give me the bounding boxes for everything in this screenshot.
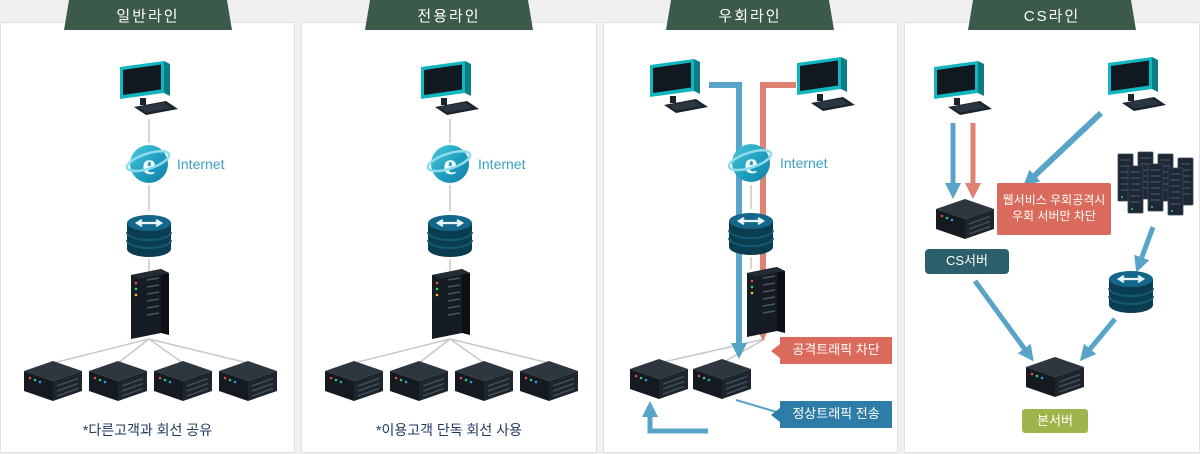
cs-server-icon: [936, 199, 994, 239]
panel-general-line: Internet *다른고객과 회선 공유: [0, 22, 295, 453]
bypass-block-note-badge: 웹서비스 우회공격시 우회 서버만 차단: [997, 183, 1111, 235]
computer-icon: [928, 61, 998, 121]
tab-cs-label: CS라인: [1023, 7, 1081, 25]
computer-icon: [1102, 57, 1172, 117]
tab-bypass-line: 우회라인: [666, 0, 834, 30]
server-icon: [89, 361, 147, 401]
traffic-arrows: [945, 110, 1156, 362]
internet-label: Internet: [780, 155, 828, 171]
panel-dedicated-line: Internet *이용고객 단독 회선 사용: [301, 22, 597, 453]
server-icon: [520, 361, 578, 401]
connector-lines: [353, 119, 550, 364]
internet-label: Internet: [177, 156, 225, 172]
panel-dedicated-caption: *이용고객 단독 회선 사용: [376, 422, 522, 438]
main-server-icon: [1026, 357, 1084, 397]
router-icon: [423, 209, 477, 261]
server-icon: [630, 359, 688, 399]
tab-cs-line: CS라인: [968, 0, 1136, 30]
connector-lines: [52, 119, 249, 364]
bypass-block-note-line2: 우회 서버만 차단: [1012, 209, 1096, 223]
bypass-block-note-line1: 웹서비스 우회공격시: [1002, 193, 1106, 208]
router-icon: [122, 209, 176, 261]
computer-icon: [791, 57, 861, 117]
cs-server-label: CS서버: [946, 253, 988, 269]
attack-traffic-label: 공격트래픽 차단: [792, 342, 880, 358]
tab-general-label: 일반라인: [116, 7, 180, 25]
internet-globe-icon: [427, 141, 473, 187]
server-icon: [325, 361, 383, 401]
cs-server-badge: CS서버: [925, 249, 1009, 274]
server-icon: [455, 361, 513, 401]
internet-globe-icon: [126, 141, 172, 187]
attack-traffic-badge: 공격트래픽 차단: [771, 337, 892, 364]
server-tower-icon: [739, 267, 791, 341]
main-server-label: 본서버: [1037, 412, 1073, 428]
tab-general-line: 일반라인: [64, 0, 232, 30]
router-icon: [724, 207, 778, 259]
server-cluster-icon: [1115, 151, 1200, 217]
server-icon: [219, 361, 277, 401]
tab-bypass-label: 우회라인: [718, 7, 782, 25]
server-tower-icon: [123, 269, 175, 343]
tab-dedicated-line: 전용라인: [365, 0, 533, 30]
server-icon: [154, 361, 212, 401]
main-server-badge: 본서버: [1022, 409, 1088, 433]
computer-icon: [114, 61, 184, 121]
server-icon: [693, 359, 751, 399]
router-icon: [1104, 265, 1158, 317]
server-tower-icon: [424, 269, 476, 343]
normal-traffic-badge: 정상트래픽 전송: [771, 401, 892, 428]
server-icon: [390, 361, 448, 401]
normal-traffic-label: 정상트래픽 전송: [792, 406, 880, 422]
tab-dedicated-label: 전용라인: [417, 7, 481, 25]
internet-globe-icon: [728, 140, 774, 186]
panel-bypass-line: Internet 공격트래픽 차단 정상트래픽 전송: [603, 22, 898, 453]
panel-general-caption: *다른고객과 회선 공유: [82, 422, 213, 438]
panel-cs-line: 웹서비스 우회공격시 우회 서버만 차단 CS서버 본서버: [904, 22, 1200, 453]
server-icon: [24, 361, 82, 401]
computer-icon: [415, 61, 485, 121]
computer-icon: [644, 59, 714, 119]
internet-label: Internet: [478, 156, 526, 172]
